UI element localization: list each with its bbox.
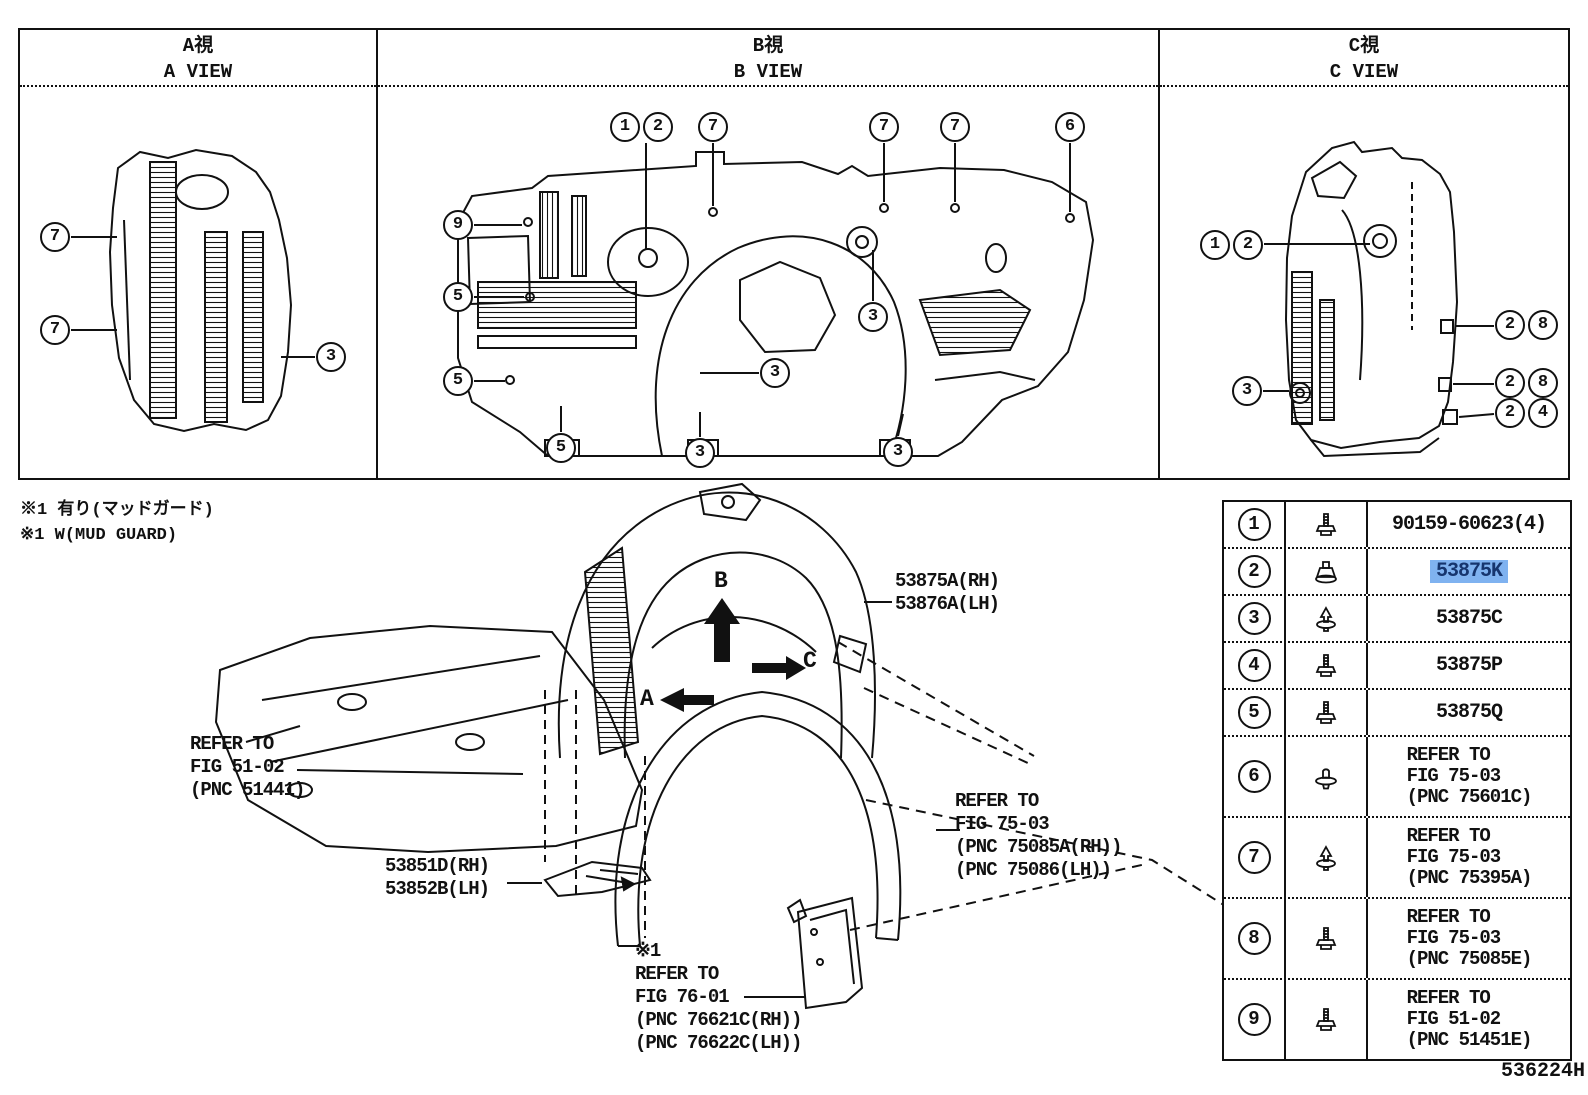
view-box-a: A視 A VIEW xyxy=(18,28,378,480)
note-line-en: ※1 W(MUD GUARD) xyxy=(20,526,178,545)
callout-marker: 2 xyxy=(1495,368,1525,398)
c-view-drawing xyxy=(1263,140,1495,458)
push-clip-icon xyxy=(1315,767,1337,789)
part-number-cell[interactable]: 53875P xyxy=(1435,654,1503,677)
note-line-jp: ※1 有り(マッドガード) xyxy=(20,501,214,520)
a-view-drawing xyxy=(71,148,315,433)
screw-icon xyxy=(1316,1007,1336,1031)
view-box-b: B視 B VIEW xyxy=(378,28,1160,480)
view-c-title-jp: C視 xyxy=(1348,35,1380,57)
table-row: 2 53875K xyxy=(1224,547,1570,594)
callout-number: 6 xyxy=(1237,760,1271,793)
label-mudguard-ref[interactable]: ※1 REFER TO FIG 76-01 (PNC 76621C(RH)) (… xyxy=(635,940,802,1054)
label-moulding-ref[interactable]: REFER TO FIG 75-03 (PNC 75085A(RH)) (PNC… xyxy=(955,790,1122,881)
callout-marker: 2 xyxy=(1495,398,1525,428)
part-ref-cell[interactable]: REFER TO FIG 75-03 (PNC 75601C) xyxy=(1406,744,1533,808)
callout-number: 7 xyxy=(1237,841,1271,874)
callout-marker: 5 xyxy=(443,366,473,396)
callout-marker: 2 xyxy=(1495,310,1525,340)
callout-marker: 2 xyxy=(643,112,673,142)
callout-marker: 8 xyxy=(1528,368,1558,398)
view-box-c: C視 C VIEW xyxy=(1160,28,1570,480)
table-row: 8 REFER TO FIG 75-03 (PNC 75085E) xyxy=(1224,897,1570,978)
callout-marker: 5 xyxy=(546,433,576,463)
label-undercover-ref[interactable]: REFER TO FIG 51-02 (PNC 51441) xyxy=(190,733,305,801)
direction-label-b: B xyxy=(714,568,728,594)
callout-marker: 1 xyxy=(610,112,640,142)
callout-number: 4 xyxy=(1237,649,1271,682)
callout-marker: 3 xyxy=(858,302,888,332)
table-row: 6 REFER TO FIG 75-03 (PNC 75601C) xyxy=(1224,735,1570,816)
callout-number: 2 xyxy=(1237,555,1271,588)
screw-icon xyxy=(1316,700,1336,724)
table-row: 3 53875C xyxy=(1224,594,1570,641)
callout-marker: 6 xyxy=(1055,112,1085,142)
drawing-code: 536224H xyxy=(1500,1060,1585,1083)
callout-number: 9 xyxy=(1237,1003,1271,1036)
callout-number: 8 xyxy=(1237,922,1271,955)
table-row: 9 REFER TO FIG 51-02 (PNC 51451E) xyxy=(1224,978,1570,1059)
view-c-title-en: C VIEW xyxy=(1329,61,1399,83)
screw-icon xyxy=(1316,653,1336,677)
callout-marker: 8 xyxy=(1528,310,1558,340)
label-fender-liner-part[interactable]: 53875A(RH) 53876A(LH) xyxy=(895,570,1000,615)
callout-marker: 3 xyxy=(760,358,790,388)
grommet-clip-icon xyxy=(1315,560,1337,583)
main-diagram-drawing xyxy=(214,482,1549,1054)
view-a-header: A視 A VIEW xyxy=(20,30,376,87)
parts-table: 1 90159-60623(4) 2 53875K 3 53875C 4 538… xyxy=(1222,500,1572,1061)
callout-marker: 5 xyxy=(443,282,473,312)
callout-marker: 1 xyxy=(1200,230,1230,260)
callout-marker: 3 xyxy=(685,438,715,468)
callout-marker: 7 xyxy=(40,222,70,252)
callout-number: 5 xyxy=(1237,696,1271,729)
part-ref-cell[interactable]: REFER TO FIG 75-03 (PNC 75395A) xyxy=(1406,825,1533,889)
screw-icon xyxy=(1316,512,1336,536)
push-rivet-icon xyxy=(1316,845,1336,871)
view-a-title-jp: A視 xyxy=(182,35,214,57)
callout-marker: 2 xyxy=(1233,230,1263,260)
part-number-cell[interactable]: 90159-60623(4) xyxy=(1391,513,1547,536)
push-rivet-icon xyxy=(1316,606,1336,632)
screw-icon xyxy=(1316,926,1336,950)
view-a-title-en: A VIEW xyxy=(163,61,233,83)
callout-marker: 9 xyxy=(443,210,473,240)
label-seal-part[interactable]: 53851D(RH) 53852B(LH) xyxy=(385,855,490,900)
view-b-title-en: B VIEW xyxy=(733,61,803,83)
callout-number: 3 xyxy=(1237,602,1271,635)
callout-marker: 7 xyxy=(869,112,899,142)
callout-number: 1 xyxy=(1237,508,1271,541)
mudguard-note: ※1 有り(マッドガード) ※1 W(MUD GUARD) xyxy=(20,498,214,548)
part-number-cell[interactable]: 53875Q xyxy=(1435,701,1503,724)
part-number-cell-highlighted[interactable]: 53875K xyxy=(1429,560,1508,583)
callout-marker: 3 xyxy=(1232,376,1262,406)
callout-marker: 4 xyxy=(1528,398,1558,428)
view-c-header: C視 C VIEW xyxy=(1160,30,1568,87)
callout-marker: 7 xyxy=(940,112,970,142)
callout-marker: 3 xyxy=(316,342,346,372)
table-row: 1 90159-60623(4) xyxy=(1224,502,1570,547)
table-row: 5 53875Q xyxy=(1224,688,1570,735)
direction-label-c: C xyxy=(803,648,817,674)
part-ref-cell[interactable]: REFER TO FIG 51-02 (PNC 51451E) xyxy=(1406,987,1533,1051)
part-ref-cell[interactable]: REFER TO FIG 75-03 (PNC 75085E) xyxy=(1406,906,1533,970)
b-view-drawing xyxy=(457,143,1095,457)
table-row: 7 REFER TO FIG 75-03 (PNC 75395A) xyxy=(1224,816,1570,897)
direction-label-a: A xyxy=(640,686,654,712)
view-b-title-jp: B視 xyxy=(752,35,784,57)
view-b-header: B視 B VIEW xyxy=(378,30,1158,87)
callout-marker: 7 xyxy=(698,112,728,142)
table-row: 4 53875P xyxy=(1224,641,1570,688)
part-number-cell[interactable]: 53875C xyxy=(1435,607,1503,630)
callout-marker: 3 xyxy=(883,437,913,467)
callout-marker: 7 xyxy=(40,315,70,345)
